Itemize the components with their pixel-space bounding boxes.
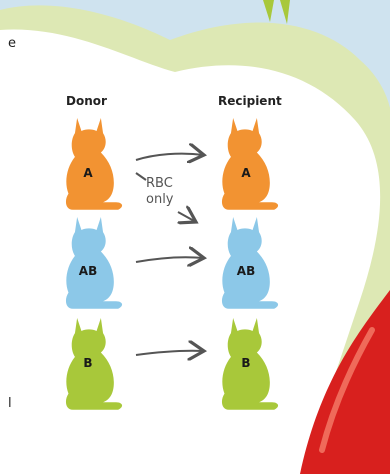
arrow-a-to-a [135,154,204,160]
red-shape-highlight [319,327,375,453]
edge-text-top: e [8,36,16,51]
arrow-b-to-b [135,351,204,355]
donor-header: Donor [66,94,107,108]
recipient-label-ab: AB [236,264,256,278]
arrow-rbc-a-to-ab [135,172,147,181]
recipient-header: Recipient [218,94,282,108]
arrow-rbc-tail [178,212,196,222]
donor-label-b: B [83,356,93,370]
rbc-line: RBC [146,176,173,191]
plant-leaf-2 [280,0,290,24]
only-line: only [146,192,174,207]
donor-label-a: A [83,166,93,180]
donor-label-ab: AB [78,264,98,278]
arrow-ab-to-ab [135,257,204,262]
recipient-label-b: B [241,356,251,370]
edge-text-bottom: l [8,396,12,411]
recipient-label-a: A [241,166,251,180]
rbc-only-annotation: RBC only [146,176,196,208]
plant-leaf-1 [263,0,274,22]
